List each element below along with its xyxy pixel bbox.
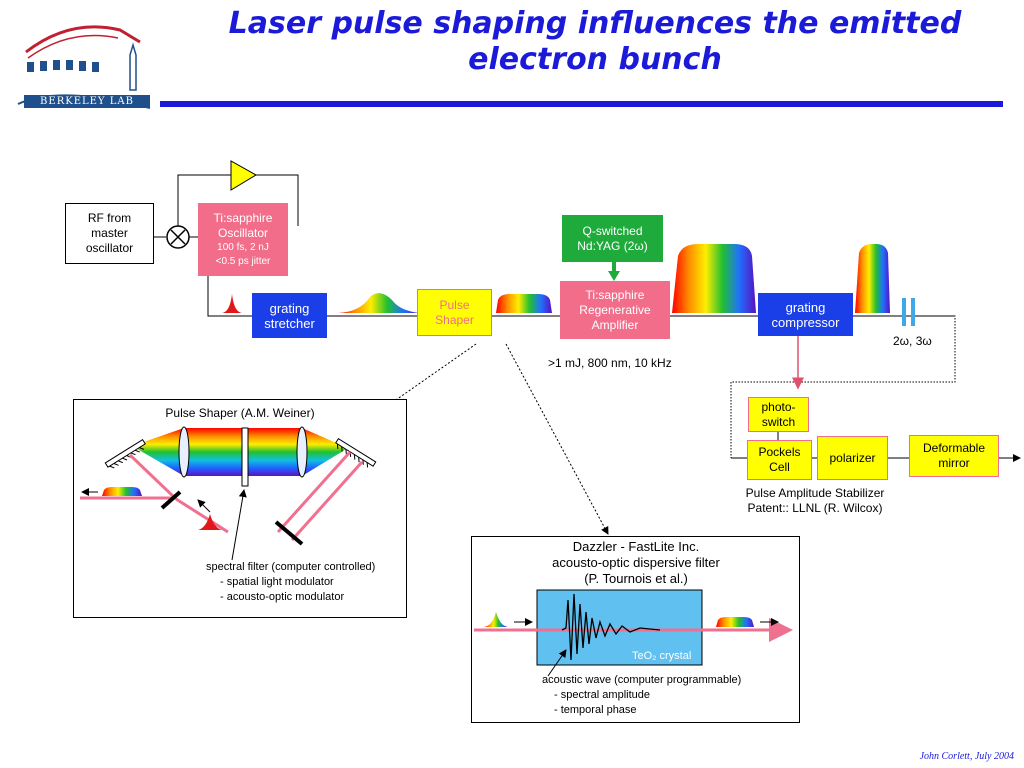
harmonic-crystal-icon [902, 298, 906, 326]
berkeley-lab-wordmark: BERKELEY LAB [24, 95, 150, 108]
teo2-crystal-label: TeO₂ crystal [632, 650, 692, 662]
stretched-pulse-icon [338, 293, 420, 313]
weiner-shaper-title: Pulse Shaper (A.M. Weiner) [165, 406, 315, 420]
dazzler-filter [474, 589, 793, 677]
seed-pulse-icon [222, 294, 242, 313]
harmonics-label: 2ω, 3ω [893, 334, 932, 348]
page-title: Laser pulse shaping influences the emitt… [228, 6, 962, 77]
shaped-pulse-icon [496, 294, 552, 313]
photo-switch-box: photo-switch [748, 397, 809, 432]
harmonic-crystal-icon [911, 298, 915, 326]
compressed-pulse-icon [855, 244, 890, 313]
pulse-amplitude-stabilizer-label: Pulse Amplitude Stabilizer Patent:: LLNL… [745, 486, 885, 515]
amplifier-triangle-icon [230, 160, 257, 191]
amplifier-spec-label: >1 mJ, 800 nm, 10 kHz [548, 356, 672, 370]
amplified-pulse-icon [672, 244, 756, 313]
polarizer-box: polarizer [817, 436, 888, 480]
spectral-filter-caption: spectral filter (computer controlled) - … [206, 561, 376, 603]
weiner-shaper-optics [80, 426, 377, 561]
acoustic-wave-caption: acoustic wave (computer programmable) - … [542, 674, 742, 716]
dazzler-title: Dazzler - FastLite Inc. acousto-optic di… [552, 539, 720, 586]
author-footer: John Corlett, July 2004 [919, 751, 1014, 762]
